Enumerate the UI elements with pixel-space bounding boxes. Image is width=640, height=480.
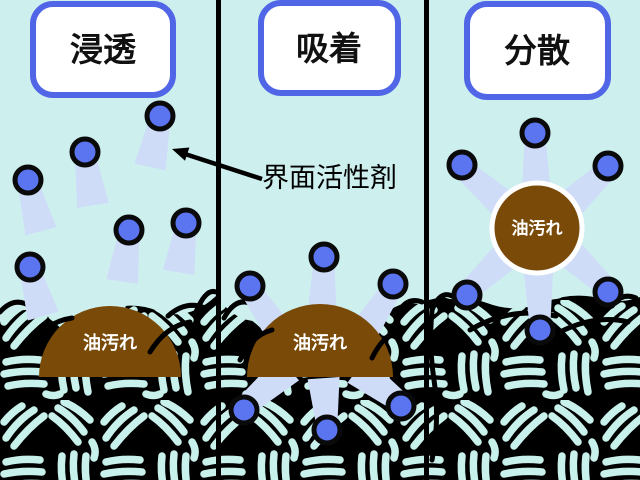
panel-title: 吸着: [296, 30, 362, 67]
surfactant-head: [385, 390, 417, 422]
fabric-threads-over-oil: [237, 327, 403, 363]
oil-droplet-micelle: [489, 180, 585, 276]
annotation-arrow-head-icon: [172, 147, 190, 161]
oil-stain-dome: [39, 306, 181, 377]
annotation-label: 界面活性剤: [262, 163, 397, 193]
surfactant-head: [524, 314, 556, 346]
surfactant-head: [234, 270, 266, 302]
oil-droplet-label: 油汚れ: [512, 218, 563, 238]
panel-title-box: [30, 1, 176, 98]
panel-title: 浸透: [70, 31, 136, 68]
fabric-texture: [429, 295, 640, 480]
annotation-surfactant: 界面活性剤: [172, 147, 397, 193]
fabric-threads-over-oil: [25, 315, 193, 355]
panel-title-box: [464, 1, 611, 100]
surfactant-heads: [12, 100, 202, 283]
surfactant-head: [113, 214, 145, 246]
surfactant-head: [12, 164, 44, 196]
surfactant-head: [592, 150, 624, 182]
surfactant-head: [144, 100, 176, 132]
surfactant-head: [446, 149, 478, 181]
surfactant-head: [69, 136, 101, 168]
surfactant-head: [451, 279, 483, 311]
panel-title: 分散: [504, 32, 570, 69]
surfactant-head: [519, 117, 551, 149]
surfactant-head: [377, 268, 409, 300]
surfactant-head: [311, 414, 343, 446]
oil-stain-dome: [247, 304, 393, 377]
surfactant-head: [14, 251, 46, 283]
panel-adsorption: 油汚れ 吸着: [221, 0, 425, 480]
oil-stain-label: 油汚れ: [293, 332, 347, 353]
surfactant-heads: [228, 241, 417, 446]
panel-divider: [216, 0, 221, 480]
surfactant-head: [228, 394, 260, 426]
surfactant-head: [308, 241, 340, 273]
surfactant-head: [592, 276, 624, 308]
surfactant-head: [170, 207, 202, 239]
panel-penetration: 油汚れ 浸透: [0, 1, 219, 480]
panel-title-box: [258, 0, 401, 96]
panel-dispersion: 油汚れ 分散: [428, 1, 640, 480]
oil-stain-label: 油汚れ: [83, 332, 137, 353]
surfactant-heads: [446, 117, 624, 346]
annotation-arrow-line: [184, 151, 263, 182]
panel-divider: [424, 0, 429, 480]
